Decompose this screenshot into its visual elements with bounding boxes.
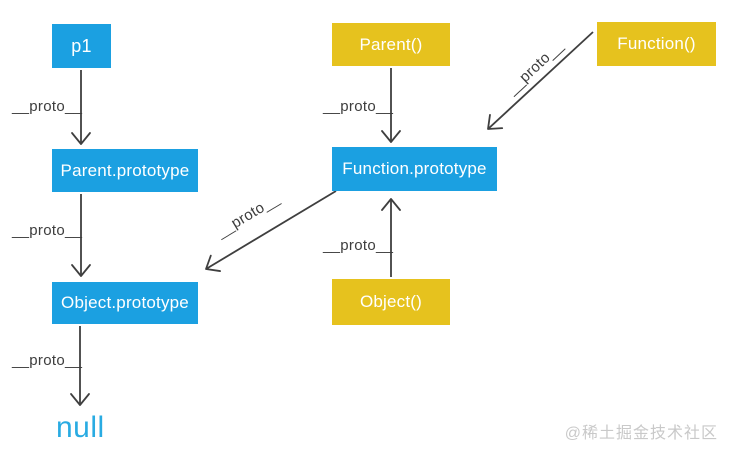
null-terminal: null	[56, 411, 105, 444]
node-function-prototype: Function.prototype	[332, 147, 497, 191]
node-object-prototype: Object.prototype	[52, 282, 198, 324]
arrow-functionfn-to-function-prototype	[487, 31, 594, 130]
node-p1: p1	[52, 24, 111, 68]
node-parent-prototype: Parent.prototype	[52, 149, 198, 192]
watermark-text: @稀土掘金技术社区	[564, 425, 718, 442]
edge-label-proto-object-prototype: __proto__	[12, 352, 83, 369]
edge-label-proto-functionfn: __proto__	[503, 37, 567, 98]
node-function-constructor: Function()	[597, 22, 716, 66]
edge-label-proto-function-prototype: __proto__	[213, 190, 283, 241]
edge-label-proto-parent-prototype: __proto__	[12, 222, 83, 239]
edge-label-proto-objectfn: __proto__	[323, 237, 394, 254]
node-parent-constructor: Parent()	[332, 23, 450, 66]
node-object-constructor: Object()	[332, 279, 450, 325]
edge-label-proto-p1: __proto__	[12, 98, 83, 115]
edge-label-proto-parentfn: __proto__	[323, 98, 394, 115]
